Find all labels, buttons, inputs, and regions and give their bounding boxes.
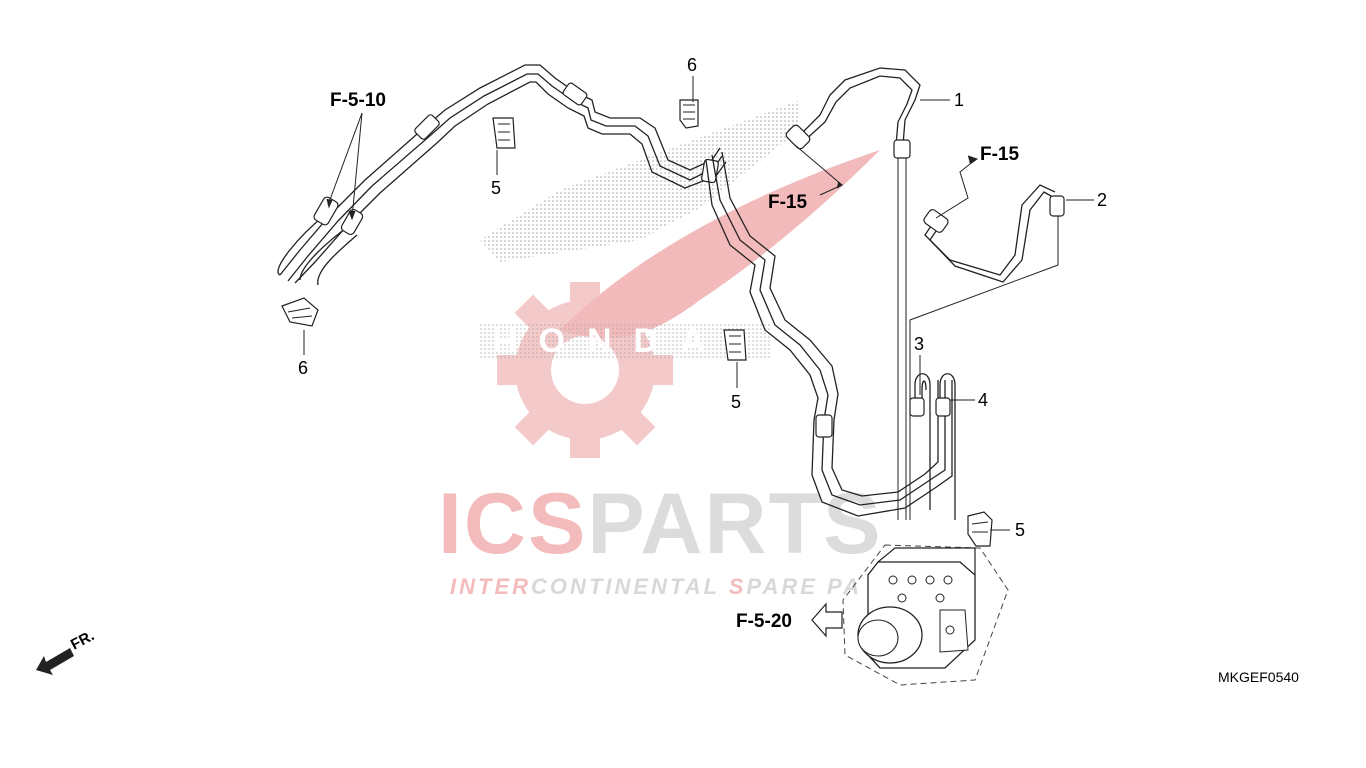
watermark-tagline: INTERCONTINENTAL SPARE PA xyxy=(450,574,862,599)
clamp-6-left xyxy=(281,297,319,327)
tagline-red-2: S xyxy=(729,574,747,599)
callout-1: 1 xyxy=(954,90,964,110)
tagline-gray-2: PARE PA xyxy=(746,574,862,599)
callout-5-top: 5 xyxy=(491,178,501,198)
ref-f5-20: F-5-20 xyxy=(736,611,792,632)
front-direction-arrow: FR. xyxy=(36,627,97,675)
callout-6-top: 6 xyxy=(687,55,697,75)
pipe-1 xyxy=(785,67,921,520)
clamp-5-center xyxy=(723,329,747,361)
callout-6-left: 6 xyxy=(298,358,308,378)
ref-f15-right: F-15 xyxy=(980,144,1020,165)
callout-4: 4 xyxy=(978,390,988,410)
fr-arrow-icon xyxy=(36,648,74,675)
callout-3: 3 xyxy=(914,334,924,354)
pipe-2 xyxy=(909,184,1065,520)
ref-f15-lower: F-15 xyxy=(768,192,808,213)
watermark-red-wing xyxy=(560,150,880,339)
leader-lines xyxy=(303,76,1094,531)
watermark: HONDA ICSPARTS INTERCONTINENTAL SPARE PA xyxy=(438,100,882,599)
tagline-gray-1: CONTINENTAL xyxy=(531,574,729,599)
watermark-logo-word: HONDA xyxy=(492,322,727,360)
fr-label: FR. xyxy=(68,627,97,653)
center-pipes xyxy=(705,151,956,520)
watermark-brand: ICSPARTS xyxy=(438,476,882,572)
callout-5-center: 5 xyxy=(731,392,741,412)
watermark-wing xyxy=(480,100,800,262)
labels: F-5-10 F-15 F-15 F-5-20 1 2 3 4 5 5 5 6 … xyxy=(298,55,1299,685)
watermark-brand-gray: PARTS xyxy=(587,476,882,572)
callout-2: 2 xyxy=(1097,190,1107,210)
abs-modulator xyxy=(842,544,1009,686)
tagline-red-1: INTER xyxy=(450,574,531,599)
diagram-code: MKGEF0540 xyxy=(1218,669,1299,685)
clamp-6-top xyxy=(679,99,699,129)
front-brake-pipes xyxy=(277,64,727,286)
f5-20-arrow xyxy=(811,602,843,638)
clamp-5-top xyxy=(492,117,516,149)
watermark-brand-red: ICS xyxy=(438,476,587,572)
callout-5-right: 5 xyxy=(1015,520,1025,540)
ref-f5-10: F-5-10 xyxy=(330,90,386,111)
clamp-5-right xyxy=(967,511,993,547)
